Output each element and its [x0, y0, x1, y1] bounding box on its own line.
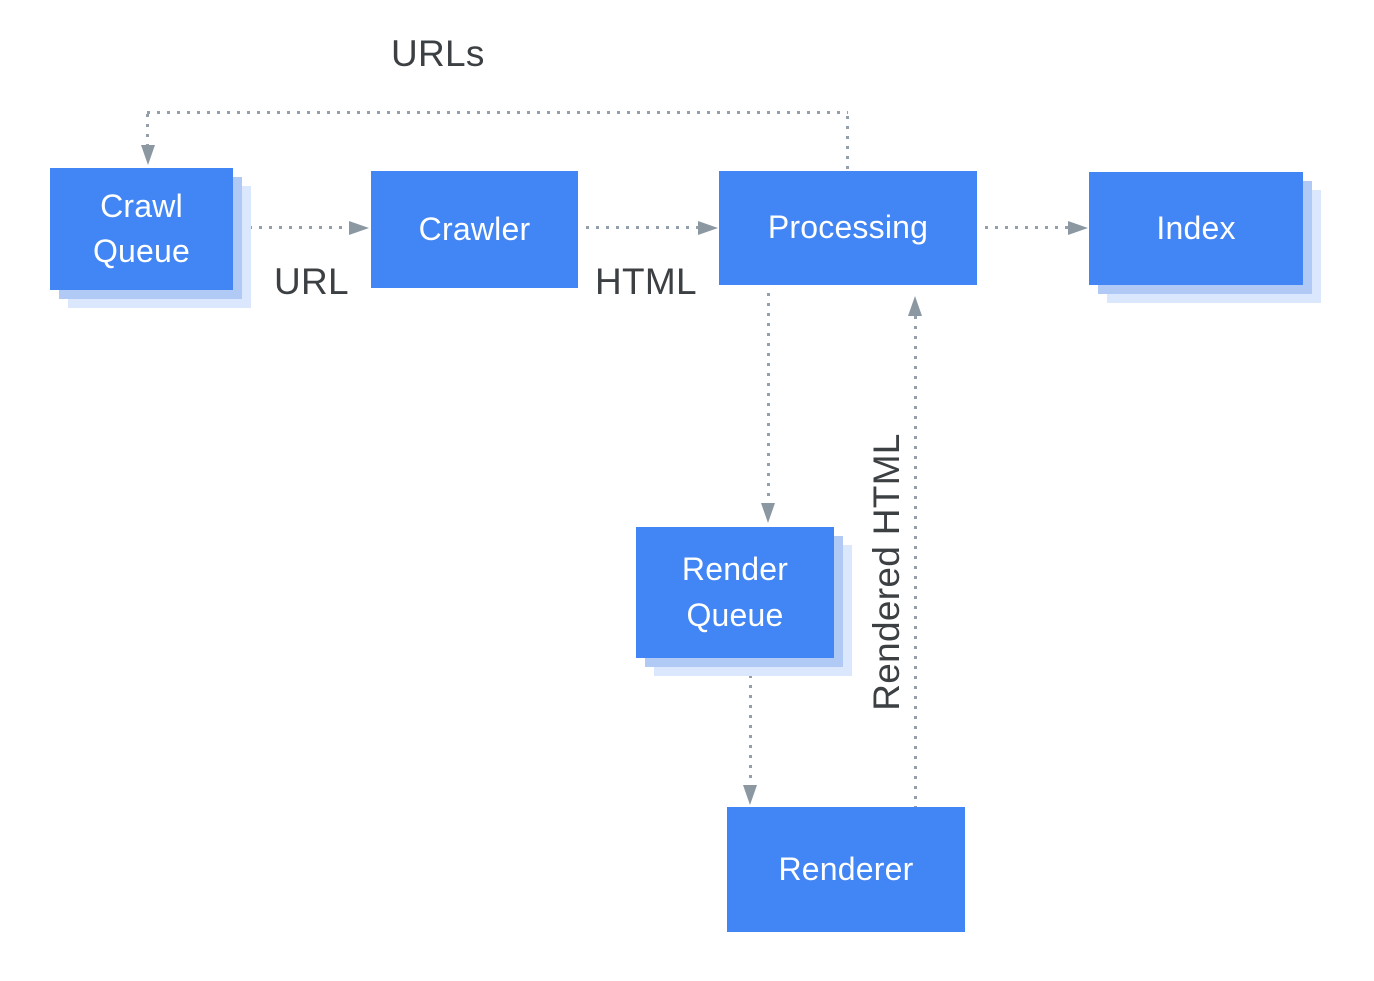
arrowhead-into-crawler — [349, 221, 369, 235]
arrowhead-into-crawl-queue — [141, 145, 155, 165]
edge-label-rendered-html: Rendered HTML — [866, 433, 907, 711]
edge-processing-to-crawl-queue-rise-line — [846, 116, 849, 171]
arrowhead-into-renderer — [743, 785, 757, 805]
arrowhead-into-render-queue — [761, 503, 775, 523]
edge-label-html: HTML — [595, 261, 697, 302]
edge-processing-to-crawl-queue-top-line — [147, 111, 848, 114]
edge-crawl-queue-to-crawler-line — [249, 226, 349, 229]
node-render-queue: Render Queue — [636, 527, 834, 658]
node-renderer: Renderer — [727, 807, 965, 932]
edge-label-url: URL — [274, 261, 349, 302]
arrowhead-into-processing — [698, 221, 718, 235]
edge-processing-to-render-queue-line — [767, 293, 770, 503]
edge-label-urls: URLs — [391, 33, 485, 74]
node-crawl-queue: Crawl Queue — [50, 168, 233, 290]
edge-renderer-to-processing-line — [914, 316, 917, 807]
node-crawler: Crawler — [371, 171, 578, 288]
node-index: Index — [1089, 172, 1303, 285]
edge-processing-to-index-line — [985, 226, 1069, 229]
edge-render-queue-to-renderer-line — [749, 675, 752, 785]
arrowhead-into-index — [1068, 221, 1088, 235]
edge-crawler-to-processing-line — [586, 226, 698, 229]
arrowhead-into-processing-bottom — [908, 296, 922, 316]
node-processing: Processing — [719, 171, 977, 285]
edge-processing-to-crawl-queue-drop-line — [146, 114, 149, 146]
